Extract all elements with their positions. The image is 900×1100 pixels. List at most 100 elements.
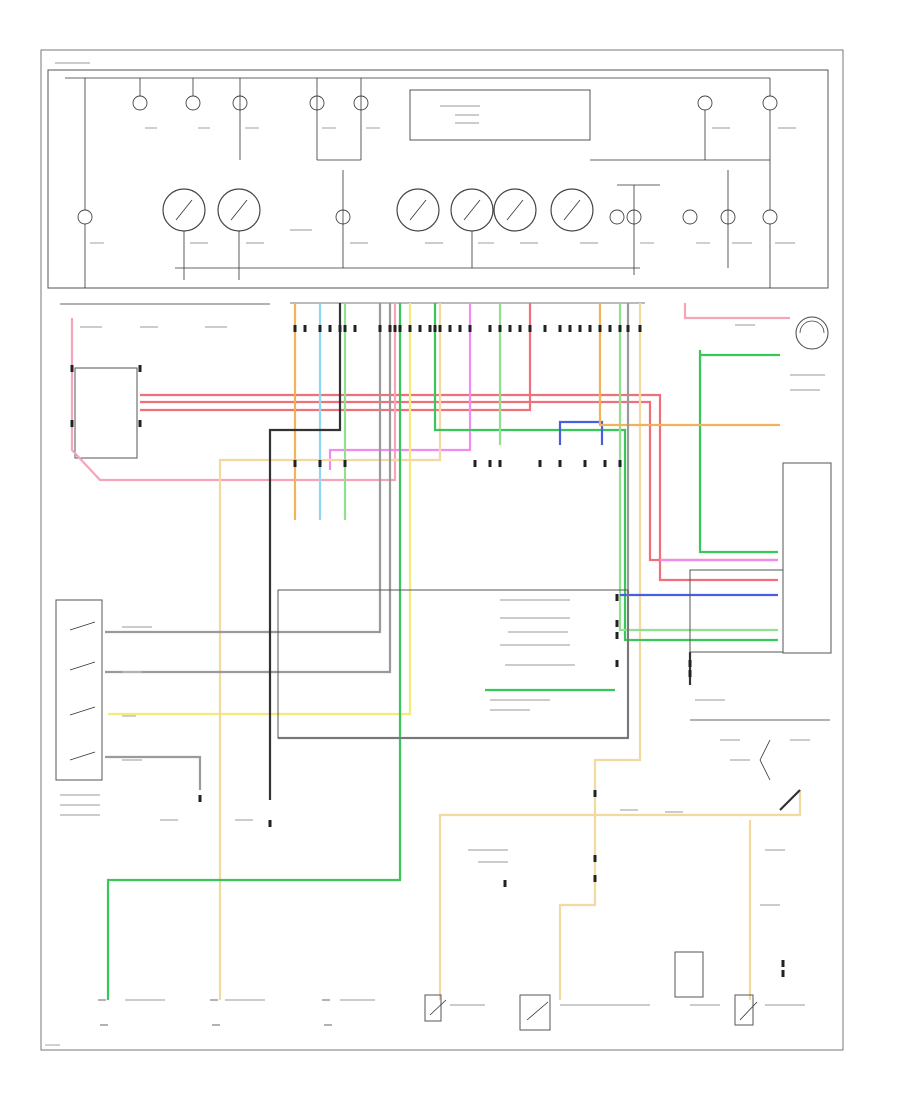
connector-pin bbox=[488, 325, 492, 332]
switch-arm bbox=[739, 1001, 758, 1021]
switch-arm bbox=[429, 999, 447, 1016]
wire-tan bbox=[438, 303, 642, 1000]
connector-pin bbox=[268, 820, 272, 827]
right-harness-box bbox=[689, 569, 784, 653]
connector-pin bbox=[781, 960, 785, 967]
diagram-border bbox=[40, 49, 844, 1051]
wire-ltgreen bbox=[618, 303, 778, 632]
connector-pin bbox=[468, 325, 472, 332]
sensor-ground bbox=[322, 999, 332, 1026]
connector-pin bbox=[318, 460, 322, 467]
wire-gray bbox=[105, 755, 202, 790]
connector-pin bbox=[473, 460, 477, 467]
engine-control-module-box bbox=[277, 589, 629, 739]
connector-pin bbox=[448, 325, 452, 332]
connector-pin bbox=[583, 460, 587, 467]
connector-pin bbox=[781, 970, 785, 977]
label-text-marks bbox=[45, 62, 825, 1046]
gauge-needle bbox=[175, 199, 193, 221]
fuse-block bbox=[674, 951, 704, 998]
wire-pink bbox=[683, 303, 790, 320]
connector-pin bbox=[428, 325, 432, 332]
connector-pin bbox=[498, 325, 502, 332]
connector-pin bbox=[438, 325, 442, 332]
wire-green bbox=[106, 303, 402, 1000]
connector-pin bbox=[198, 795, 202, 802]
connector-pin bbox=[498, 460, 502, 467]
connector-pin bbox=[593, 855, 597, 862]
connector-pin bbox=[328, 325, 332, 332]
connector-pin bbox=[626, 325, 630, 332]
gauge-needle bbox=[230, 199, 248, 221]
gauge-needle bbox=[563, 199, 581, 221]
indicator-bulb bbox=[682, 209, 698, 225]
indicator-bulb bbox=[132, 95, 148, 111]
connector-pin bbox=[615, 620, 619, 627]
sensor-ground bbox=[98, 999, 108, 1026]
indicator-bulbs-top bbox=[132, 95, 778, 111]
indicator-bulb bbox=[185, 95, 201, 111]
wire-red bbox=[140, 393, 778, 582]
connector-pin bbox=[593, 790, 597, 797]
connector-pin bbox=[543, 325, 547, 332]
connector-pin bbox=[293, 325, 297, 332]
bottom-switches bbox=[424, 994, 758, 1031]
connector-pin bbox=[293, 460, 297, 467]
connector-pin bbox=[603, 460, 607, 467]
wire-gray bbox=[105, 303, 392, 674]
connector-pin bbox=[70, 365, 74, 372]
connector-pin bbox=[318, 325, 322, 332]
connector-pin bbox=[558, 460, 562, 467]
wire-black bbox=[779, 789, 801, 811]
gauge-needle bbox=[463, 199, 481, 221]
indicator-bulb bbox=[762, 95, 778, 111]
speed-sensor-arc bbox=[799, 320, 825, 334]
wire-blue bbox=[558, 420, 604, 445]
connector-pin bbox=[618, 325, 622, 332]
instrument-cluster-box bbox=[47, 69, 829, 289]
connector-pin bbox=[638, 325, 642, 332]
indicator-bulb bbox=[762, 209, 778, 225]
connector-pin bbox=[558, 325, 562, 332]
connector-pin bbox=[408, 325, 412, 332]
connector-pin bbox=[615, 632, 619, 639]
connector-pin bbox=[353, 325, 357, 332]
connector-pin bbox=[588, 325, 592, 332]
wire-tan bbox=[218, 303, 442, 1000]
wire-tan bbox=[595, 790, 802, 817]
wire-red bbox=[140, 303, 532, 412]
connector-pins bbox=[70, 325, 785, 977]
connector-pin bbox=[688, 670, 692, 677]
sensor-ground bbox=[210, 999, 220, 1026]
connector-pin bbox=[615, 660, 619, 667]
connector-pin bbox=[343, 460, 347, 467]
wire-gray bbox=[105, 303, 382, 634]
gauge-needle bbox=[506, 199, 524, 221]
wire-green bbox=[433, 303, 778, 642]
indicator-bulb bbox=[697, 95, 713, 111]
connector-pin bbox=[615, 594, 619, 601]
connector-pin bbox=[538, 460, 542, 467]
gauge-needle bbox=[409, 199, 427, 221]
switch-symbol bbox=[734, 994, 754, 1026]
connector-pin bbox=[568, 325, 572, 332]
connector-pin bbox=[508, 325, 512, 332]
connector-pin bbox=[618, 460, 622, 467]
connector-pin bbox=[378, 325, 382, 332]
connector-pin bbox=[338, 325, 342, 332]
range-switch-contacts bbox=[69, 621, 96, 761]
connector-pin bbox=[388, 325, 392, 332]
speed-sensor bbox=[795, 316, 829, 350]
connector-pin bbox=[343, 325, 347, 332]
cluster-internal-lines bbox=[139, 78, 729, 280]
harness-wires bbox=[70, 303, 802, 1000]
wire-yellow bbox=[108, 303, 412, 716]
switch-symbol bbox=[424, 994, 442, 1022]
speed-sensor-body bbox=[795, 316, 829, 350]
connector-pin bbox=[578, 325, 582, 332]
connector-pin bbox=[503, 880, 507, 887]
connector-pin bbox=[138, 420, 142, 427]
connector-pin bbox=[608, 325, 612, 332]
